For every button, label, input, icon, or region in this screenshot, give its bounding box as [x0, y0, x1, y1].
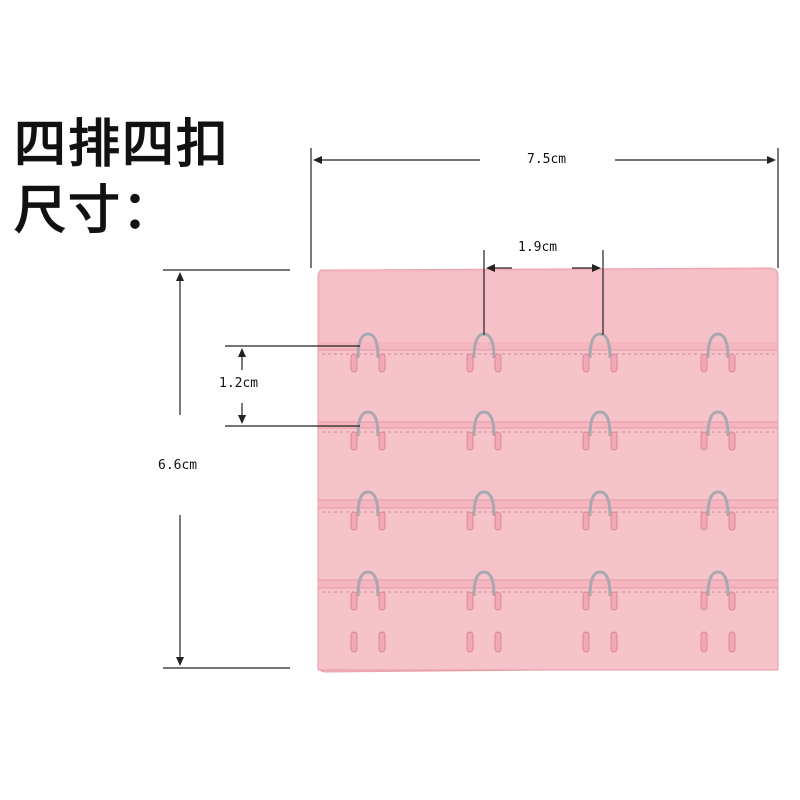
hook-eye-icon — [706, 490, 730, 517]
arrow-hook-right — [592, 264, 601, 272]
arrow-height-bottom — [176, 657, 184, 666]
arrow-hook-left — [486, 264, 495, 272]
stitch-tab — [350, 511, 358, 531]
arrow-row-bottom — [238, 415, 246, 424]
stitch-tab — [350, 591, 358, 611]
title: 四排四扣 尺寸： — [14, 112, 230, 244]
hook-row-band — [317, 507, 779, 581]
stitch-tab — [494, 353, 502, 373]
stitch-tab — [466, 511, 474, 531]
stitch-tab-lower — [350, 631, 358, 653]
hook-eye-panel — [317, 267, 779, 673]
height-label: 6.6cm — [155, 458, 201, 473]
stitch-tab-lower — [466, 631, 474, 653]
stitch-tab — [582, 431, 590, 451]
hook-eye-icon — [588, 490, 612, 517]
stitch-tab-lower — [582, 631, 590, 653]
hook-spacing-label: 1.9cm — [515, 240, 561, 255]
stitch-tab — [494, 511, 502, 531]
hook-eye-icon — [472, 490, 496, 517]
stitch-tab — [728, 353, 736, 373]
stitch-tab — [610, 431, 618, 451]
stitch-tab — [582, 353, 590, 373]
stitch-tab — [728, 591, 736, 611]
dimension-arrows — [176, 156, 776, 666]
width-label: 7.5cm — [524, 152, 570, 167]
hook-eye-icon — [706, 570, 730, 597]
stitch-tab — [610, 511, 618, 531]
stitch-tab — [494, 591, 502, 611]
title-line-1: 四排四扣 — [14, 115, 231, 175]
hook-eye-icon — [706, 332, 730, 359]
stitch-tab-lower — [728, 631, 736, 653]
hook-eye-icon — [356, 410, 380, 437]
arrow-width-right — [767, 156, 776, 164]
stitch-tab — [350, 431, 358, 451]
hook-eye-icon — [588, 570, 612, 597]
stitch-tab — [610, 353, 618, 373]
arrow-row-top — [238, 348, 246, 357]
stitch-tab — [494, 431, 502, 451]
hook-eye-icon — [588, 332, 612, 359]
hook-eye-icon — [706, 410, 730, 437]
stitch-tab — [378, 353, 386, 373]
hook-eye-icon — [588, 410, 612, 437]
hook-eye-icon — [356, 490, 380, 517]
hook-eye-icon — [472, 570, 496, 597]
arrow-width-left — [313, 156, 322, 164]
stitch-tab — [378, 591, 386, 611]
stitch-tab — [700, 353, 708, 373]
hook-row-band — [317, 587, 779, 671]
stitch-tab-lower — [378, 631, 386, 653]
stitch-tab — [700, 431, 708, 451]
stitch-tab-lower — [700, 631, 708, 653]
stitch-tab — [700, 511, 708, 531]
stitch-tab — [610, 591, 618, 611]
stitch-tab — [728, 431, 736, 451]
hook-row-band — [317, 427, 779, 501]
hook-eye-icon — [472, 410, 496, 437]
stitch-tab — [378, 431, 386, 451]
stitch-tab — [728, 511, 736, 531]
stitch-tab — [378, 511, 386, 531]
stitch-tab-lower — [494, 631, 502, 653]
stitch-tab — [582, 591, 590, 611]
stitch-tab — [700, 591, 708, 611]
hook-eye-icon — [356, 570, 380, 597]
row-spacing-label: 1.2cm — [216, 376, 262, 391]
arrow-height-top — [176, 272, 184, 281]
stitch-tab-lower — [610, 631, 618, 653]
fleece-top-band — [320, 270, 776, 342]
stitch-tab — [466, 431, 474, 451]
stitch-tab — [466, 591, 474, 611]
title-line-2: 尺寸： — [14, 181, 177, 241]
stitch-tab — [582, 511, 590, 531]
stitch-tab — [350, 353, 358, 373]
hook-row-band — [317, 349, 779, 423]
stitch-tab — [466, 353, 474, 373]
